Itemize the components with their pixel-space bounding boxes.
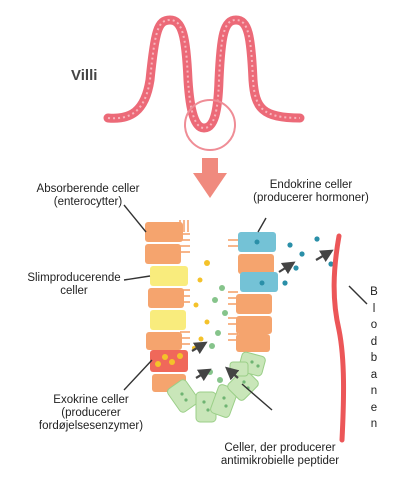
right-cell-column xyxy=(228,232,278,352)
enterocyte-cell xyxy=(236,316,272,334)
leader-lines xyxy=(123,204,368,411)
bloodstream-letter: d xyxy=(370,335,378,348)
enterocyte-cell xyxy=(145,244,181,264)
enterocyte-cell xyxy=(146,332,182,350)
enterocyte-cell xyxy=(148,288,184,308)
goblet-cell xyxy=(150,310,186,330)
bloodstream-letter: n xyxy=(370,418,378,430)
mucus-cells-label: Slimproducerende celler xyxy=(27,272,121,297)
enterocyte-cell xyxy=(236,294,272,314)
left-cell-column xyxy=(145,220,190,392)
endocrine-cells-label: Endokrine celler (producerer hormoner) xyxy=(253,179,369,204)
endocrine-cell xyxy=(240,272,278,292)
villi-label: Villi xyxy=(71,67,98,84)
lumen-granules xyxy=(192,260,228,383)
bloodstream-letter: l xyxy=(372,302,376,315)
secretion-arrows xyxy=(191,249,334,382)
exocrine-cell xyxy=(150,350,188,372)
exocrine-cells-label: Exokrine celler (producerer fordøjelsese… xyxy=(38,394,144,432)
enterocyte-cell xyxy=(238,254,274,274)
bloodstream-letter: e xyxy=(370,401,378,414)
bloodstream-letter: B xyxy=(370,286,378,298)
hormone-dots xyxy=(282,236,334,286)
enterocyte-cell xyxy=(145,222,183,242)
bloodstream-letter: n xyxy=(370,385,378,397)
bloodstream-letter: b xyxy=(370,352,378,364)
zoom-arrow xyxy=(193,158,227,198)
bloodstream-letter: o xyxy=(370,319,378,331)
blood-vessel xyxy=(331,233,347,443)
goblet-cell xyxy=(150,266,188,286)
antimicrobial-cells-label: Celler, der producerer antimikrobielle p… xyxy=(220,442,340,467)
villi-wave xyxy=(103,15,305,133)
absorbing-cells-label: Absorberende celler (enterocytter) xyxy=(36,183,140,208)
zoom-circle xyxy=(184,99,236,151)
bloodstream-letter: a xyxy=(370,368,378,381)
enterocyte-cell xyxy=(236,334,270,352)
